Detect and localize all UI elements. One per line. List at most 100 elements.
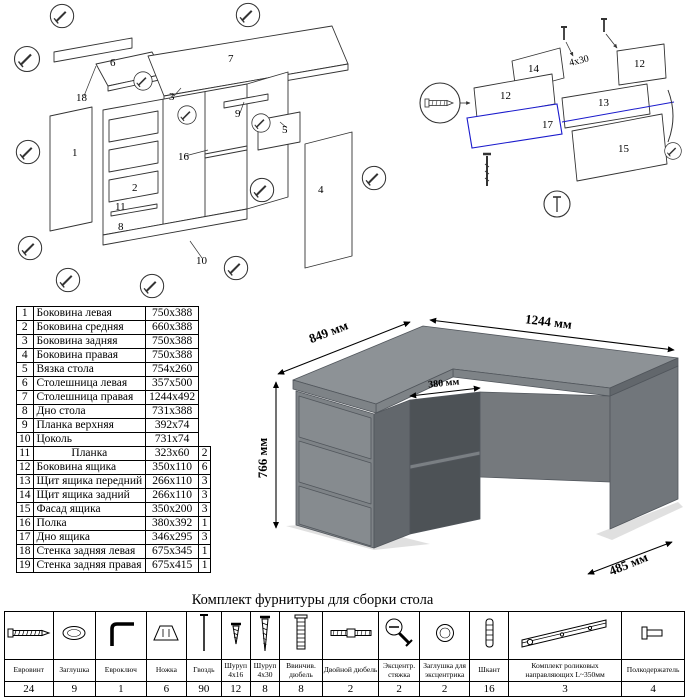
hardware-name: Шуруп 4x16 xyxy=(220,659,251,682)
fastener-callout-icon xyxy=(15,139,41,165)
part-number: 3 xyxy=(16,334,34,349)
fastener-callout-icon xyxy=(235,2,261,28)
cam-cap-icon xyxy=(435,624,454,642)
part-name: Столешница правая xyxy=(32,390,147,405)
part-size: 346x295 xyxy=(145,530,200,545)
part-number: 9 xyxy=(16,418,34,433)
hardware-qty: 90 xyxy=(186,681,222,697)
part-name: Боковина средняя xyxy=(32,320,147,335)
hex-key-icon xyxy=(110,622,134,646)
desk-body xyxy=(286,325,683,550)
hardware-qty: 1 xyxy=(95,681,147,697)
desk-render: 849 мм 1244 мм 766 мм 380 мм 485 мм xyxy=(258,311,683,578)
rail-11 xyxy=(110,203,158,217)
part-label: 4 xyxy=(318,184,324,196)
part-number: 2 xyxy=(16,320,34,335)
hardware-qty: 24 xyxy=(4,681,54,697)
side-panel-right-4 xyxy=(304,131,353,269)
part-number: 12 xyxy=(16,460,34,475)
part-number: 1 xyxy=(16,306,34,321)
part-label: 13 xyxy=(598,97,610,109)
drawer-part-labels: 14 12 12 13 17 15 4x30 xyxy=(500,53,645,155)
part-label: 16 xyxy=(178,151,190,163)
part-number: 5 xyxy=(16,362,34,377)
fastener-callout-icon xyxy=(663,141,683,161)
hardware-qty: 4 xyxy=(621,681,685,697)
hardware-names-row: Евровинт Заглушка Евроключ Ножка Гвоздь … xyxy=(4,659,685,682)
hardware-qty: 8 xyxy=(249,681,281,697)
part-name: Щит ящика передний xyxy=(32,474,147,489)
part-label: 9 xyxy=(235,108,241,120)
drawer-front-3 xyxy=(298,485,372,547)
part-name: Вязка стола xyxy=(32,362,147,377)
part-name: Щит ящика задний xyxy=(32,488,147,503)
fastener-callout-icon xyxy=(55,267,81,293)
part-qty: 1 xyxy=(198,544,212,559)
dimension-label: 766 мм xyxy=(258,438,270,479)
floor-shadow xyxy=(596,502,683,540)
drawer-front-1 xyxy=(298,395,372,460)
part-label: 12 xyxy=(500,90,511,102)
dimension-label: 485 мм xyxy=(607,549,650,578)
part-number: 6 xyxy=(16,376,34,391)
hardware-qty: 9 xyxy=(52,681,97,697)
part-number: 18 xyxy=(16,544,34,559)
part-number: 8 xyxy=(16,404,34,419)
bottom-panel-guide-lines xyxy=(561,101,675,123)
roller-guides-icon xyxy=(521,619,607,648)
part-number: 16 xyxy=(16,516,34,531)
hardware-kit-title: Комплект фурнитуры для сборки стола xyxy=(191,592,434,608)
part-size: 350x200 xyxy=(145,502,200,517)
small-screws-top xyxy=(460,18,618,105)
part-name: Стенка задняя левая xyxy=(32,544,147,559)
part-name: Планка верхняя xyxy=(32,418,147,433)
part-number: 13 xyxy=(16,474,34,489)
fastener-callout-icon xyxy=(17,235,43,261)
part-label: 8 xyxy=(118,221,124,233)
hardware-name: Двойной дюбель xyxy=(321,659,380,682)
back-plank-18 xyxy=(53,37,133,63)
part-name: Боковина правая xyxy=(32,348,147,363)
part-qty: 3 xyxy=(198,474,212,489)
hardware-qty: 6 xyxy=(145,681,188,697)
wooden-dowel-icon xyxy=(485,618,494,648)
part-label: 17 xyxy=(542,119,554,131)
exploded-desk-diagram: 18 1 2 8 16 11 3 6 7 9 5 4 10 xyxy=(13,2,387,299)
cap-icon xyxy=(62,626,86,640)
hardware-qty: 2 xyxy=(418,681,471,697)
hardware-name: Заглушка xyxy=(52,659,97,682)
plinth-10 xyxy=(102,208,248,246)
hardware-qty: 16 xyxy=(469,681,509,697)
fastener-callout-icon xyxy=(249,177,275,203)
screw-glyph xyxy=(483,152,491,186)
part-name: Стенка задняя правая xyxy=(32,558,147,573)
hardware-qty: 12 xyxy=(220,681,251,697)
part-name: Дно ящика xyxy=(32,530,147,545)
part-name: Фасад ящика xyxy=(32,502,147,517)
fastener-callout-icon xyxy=(49,3,75,29)
hardware-qty-row: 24 9 1 6 90 12 8 8 2 2 2 16 3 4 xyxy=(4,681,685,697)
confirmat-callout xyxy=(419,82,461,124)
part-label: 5 xyxy=(282,124,288,136)
grouping-bracket xyxy=(667,89,674,143)
fastener-callout-icon xyxy=(13,45,41,73)
part-number: 4 xyxy=(16,348,34,363)
hardware-name: Шуруп 4x30 xyxy=(249,659,281,682)
part-size: 266x110 xyxy=(145,474,200,489)
part-qty: 3 xyxy=(198,530,212,545)
part-size: 660x388 xyxy=(145,320,200,335)
part-label: 7 xyxy=(228,53,234,65)
fastener-callout-icon xyxy=(361,165,387,191)
back-panel xyxy=(479,391,611,483)
